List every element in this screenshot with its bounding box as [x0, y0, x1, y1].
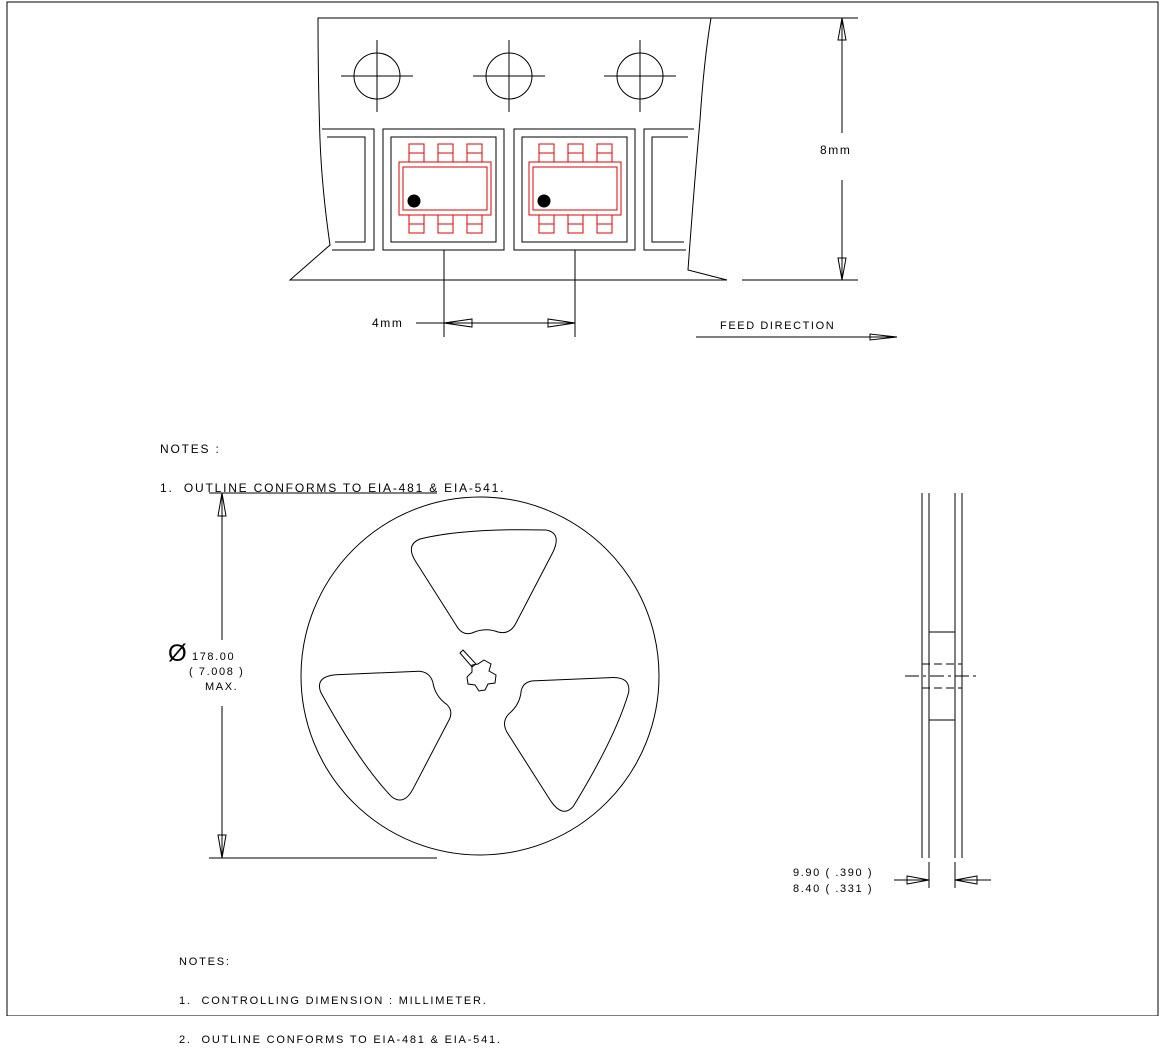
tape-notes: NOTES : 1. OUTLINE CONFORMS TO EIA-481 &…: [160, 417, 505, 508]
reel-window: [410, 529, 557, 635]
pin1-marker: [537, 194, 551, 208]
feed-direction-label: FEED DIRECTION: [720, 320, 836, 332]
tape-pitch-dimension: [416, 250, 576, 337]
tape-pitch-label: 4mm: [372, 316, 404, 330]
sprocket-hole: [341, 40, 413, 112]
note-item: 1. CONTROLLING DIMENSION : MILLIMETER.: [179, 995, 488, 1007]
pin1-marker: [407, 194, 421, 208]
notes-heading: NOTES :: [160, 442, 221, 456]
drawing-sheet: 4mm 8mm FEED DIRECTION NOTES : 1. OUTLIN…: [6, 1, 1159, 1046]
carrier-tape: [288, 17, 728, 281]
tape-pocket-partial-left: [322, 128, 375, 251]
note-item: 2. OUTLINE CONFORMS TO EIA-481 & EIA-541…: [179, 1034, 502, 1046]
tape-pocket-partial-right: [643, 128, 694, 251]
reel-front-view: [300, 496, 660, 856]
reel-width-max: 9.90 ( .390 ): [793, 867, 874, 879]
reel-window: [504, 677, 630, 812]
reel-diameter-inch: ( 7.008 ): [189, 666, 245, 678]
diameter-symbol: Ø: [168, 640, 187, 667]
sot23-6-component: [528, 143, 622, 234]
sheet-border: [6, 1, 1159, 1016]
reel-window: [319, 670, 452, 801]
tape-pocket: [382, 128, 505, 251]
reel-diameter-value: 178.00: [192, 651, 236, 663]
reel-notes: NOTES: 1. CONTROLLING DIMENSION : MILLIM…: [179, 930, 502, 1060]
reel-hub: [466, 659, 497, 692]
tape-width-label: 8mm: [820, 143, 852, 157]
reel-side-view: [894, 493, 991, 888]
feed-direction-arrow: [696, 333, 898, 341]
sprocket-hole: [473, 40, 545, 112]
tape-width-dimension: [711, 17, 858, 281]
notes-heading: NOTES:: [179, 956, 231, 968]
reel-diameter-dimension: [209, 492, 437, 859]
drawing-canvas: [6, 1, 1159, 1016]
sot23-6-component: [398, 143, 492, 234]
reel-width-min: 8.40 ( .331 ): [793, 883, 874, 895]
note-item: 1. OUTLINE CONFORMS TO EIA-481 & EIA-541…: [160, 481, 506, 495]
reel-diameter-max: MAX.: [205, 681, 239, 693]
sprocket-hole: [604, 40, 676, 112]
reel-flange-outline: [300, 496, 660, 856]
reel-drive-slot: [459, 649, 477, 668]
